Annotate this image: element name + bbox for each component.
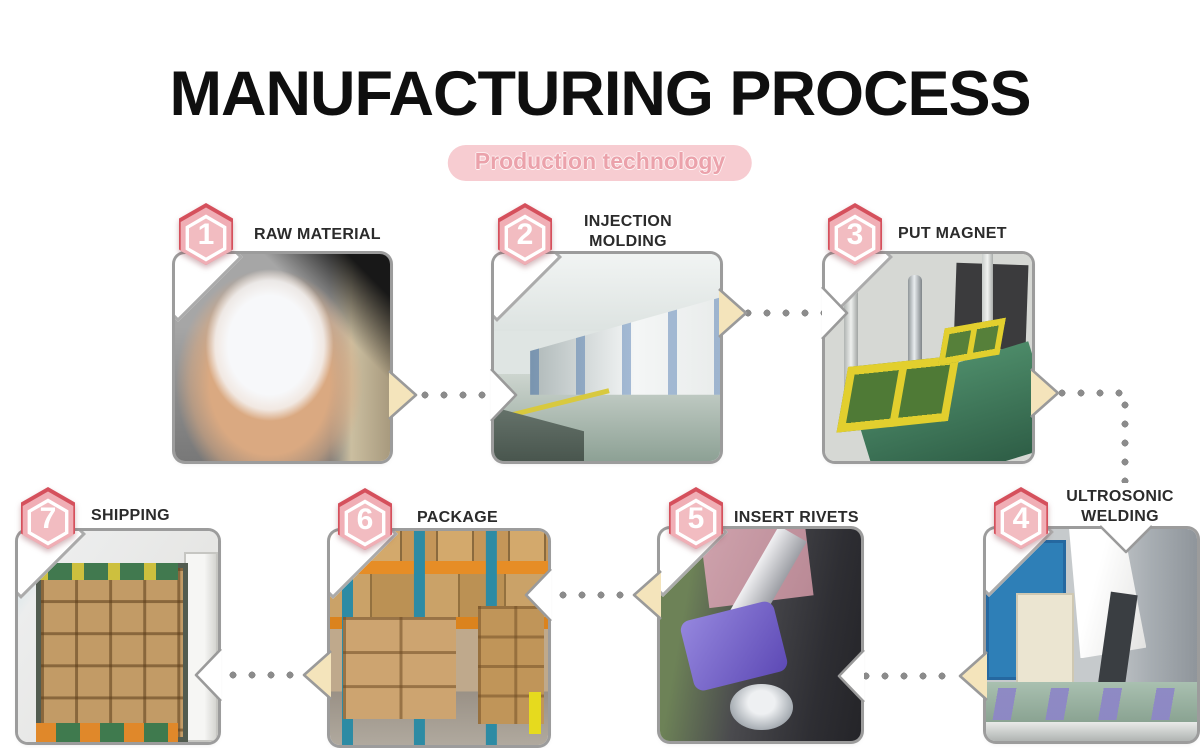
yellow-tray (836, 355, 959, 433)
container-sill (36, 723, 178, 742)
arrow-tab-left-icon (958, 651, 988, 701)
photo-scene (175, 254, 390, 461)
hexagon-badge-4: 4 (994, 487, 1048, 549)
photo-scene (660, 529, 861, 741)
container-header (36, 562, 178, 580)
purple-parts (986, 688, 1197, 720)
photo-shipping (18, 531, 222, 742)
step-label: ULTROSONIC WELDING (1066, 488, 1174, 525)
photo-scene (825, 254, 1032, 461)
rivet-head (730, 683, 793, 731)
notch-right-icon (837, 650, 865, 702)
hexagon-badge-2: 2 (498, 203, 552, 265)
dotted-connector-2-3 (744, 309, 830, 317)
arrow-tab-left-icon (302, 650, 332, 700)
arrow-tab-left-icon (632, 570, 662, 620)
photo-scene (986, 529, 1197, 741)
notch-left-icon (821, 287, 849, 339)
arrow-tab-right-icon (718, 288, 748, 338)
dotted-connector-6-7 (210, 671, 302, 679)
container-door (184, 552, 218, 742)
aluminum-rail (986, 721, 1197, 741)
photo-injection-molding (490, 254, 748, 461)
hexagon-badge-6: 6 (338, 488, 392, 550)
notch-right-icon (194, 649, 222, 701)
purple-part (678, 598, 790, 693)
step-label: PUT MAGNET (898, 225, 1007, 242)
notch-top-icon (1099, 525, 1153, 554)
step-number: 2 (516, 218, 534, 251)
arrow-tab-right-icon (1030, 368, 1060, 418)
step-label: PACKAGE (417, 509, 498, 526)
hexagon-badge-7: 7 (21, 487, 75, 549)
dotted-connector-5-6 (540, 591, 628, 599)
step-number: 6 (356, 503, 374, 536)
photo-scene (330, 531, 548, 745)
cylinder (907, 274, 923, 366)
hexagon-badge-1: 1 (179, 203, 233, 265)
step-number: 7 (39, 502, 57, 535)
photo-ultrosonic-welding (958, 525, 1197, 741)
step-number: 3 (846, 218, 864, 251)
loaded-boxes (36, 562, 188, 742)
step-label: INJECTION MOLDING (583, 213, 673, 250)
page-title: MANUFACTURING PROCESS (169, 59, 1031, 129)
photo-scene (18, 531, 218, 742)
step-number: 4 (1012, 502, 1030, 535)
photo-insert-rivets (632, 529, 865, 741)
photo-scene (494, 254, 720, 461)
notch-left-icon (490, 369, 518, 421)
photo-package (302, 531, 552, 745)
box-stack (343, 616, 457, 720)
step-label: INSERT RIVETS (734, 509, 859, 526)
dotted-connector-3-turn-vertical (1121, 401, 1129, 483)
subtitle-badge: Production technology (447, 145, 753, 181)
yellow-tag (529, 692, 542, 735)
dotted-connector-3-turn-horizontal (1058, 389, 1130, 397)
notch-right-icon (524, 569, 552, 621)
photo-raw-material (175, 254, 418, 461)
hexagon-badge-5: 5 (669, 487, 723, 549)
photo-put-magnet (821, 254, 1060, 461)
dotted-connector-1-2 (402, 391, 492, 399)
step-number: 5 (687, 502, 705, 535)
step-label: RAW MATERIAL (254, 226, 381, 243)
step-number: 1 (197, 218, 215, 251)
arrow-tab-right-icon (388, 370, 418, 420)
hexagon-badge-3: 3 (828, 203, 882, 265)
dotted-connector-4-5 (862, 672, 956, 680)
step-label: SHIPPING (91, 507, 170, 524)
